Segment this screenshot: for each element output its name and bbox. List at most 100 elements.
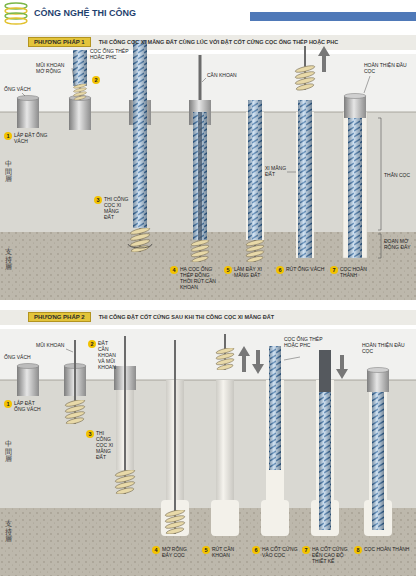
illustration-part: [372, 392, 384, 530]
illustration-part: [246, 238, 265, 263]
illustration-part: [115, 468, 136, 495]
illustration-part: [319, 392, 331, 530]
illustration-part: [17, 366, 39, 396]
method-badge: PHƯƠNG PHÁP 2: [28, 312, 91, 322]
part-label: HOÀN THIỆN ĐẦU CỌC: [362, 342, 412, 354]
step-item: 7CỌC HOÀN THÀNH: [330, 266, 378, 278]
step-item: 1LẮP ĐẶT ỐNG VÁCH: [4, 132, 52, 144]
step-caption: THI CÔNG CỌC XI MĂNG ĐẤT: [104, 196, 130, 220]
step-caption: HẠ CỐT CỨNG VÀO CỌC: [262, 546, 298, 558]
callout-number: 8: [354, 546, 362, 554]
step-caption: CỌC HOÀN THÀNH: [364, 546, 409, 552]
layer-name: 中間層: [5, 440, 12, 463]
callout-number: 3: [86, 430, 94, 438]
step-item: 3THI CÔNG CỌC XI MĂNG ĐẤT: [94, 196, 130, 220]
ground-panel: [0, 329, 416, 576]
illustration-part: [216, 380, 234, 500]
callout-number: 5: [202, 546, 210, 554]
step-item: 5RÚT CẦN KHOAN: [202, 546, 248, 558]
illustration-part: [5, 18, 27, 24]
illustration-part: [17, 98, 39, 128]
step-7-pile: [343, 76, 381, 258]
illustration-part: [269, 346, 281, 470]
method-band: [0, 35, 416, 50]
illustration-part: [74, 340, 76, 400]
part-label: HOÀN THIỆN ĐẦU CỌC: [364, 62, 412, 74]
step-caption: RÚT ỐNG VÁCH: [286, 266, 324, 272]
callout-number: 6: [276, 266, 284, 274]
part-label: MŨI KHOAN: [36, 342, 66, 348]
m2-step-6-column: [252, 346, 289, 536]
step-3-pile: [128, 40, 152, 253]
callout-number: 4: [152, 546, 160, 554]
illustration-part: [216, 380, 234, 500]
m2-step-5-column: [211, 334, 250, 536]
illustration-part: [73, 83, 87, 101]
illustration-part: [344, 94, 366, 99]
layer-name: 支持層: [5, 520, 12, 543]
layer-name: 支持層: [5, 248, 12, 271]
illustration-part: [248, 100, 262, 240]
illustration-part: [284, 357, 300, 360]
m2-step-7-column: [311, 350, 348, 536]
illustration-part: [165, 508, 186, 535]
illustration-part: [17, 364, 39, 369]
step-2-drill: [69, 50, 91, 130]
part-label: CẦN KHOAN: [207, 72, 241, 78]
step-item: 7HẠ CỐT CỨNG ĐẾN CAO ĐỘ THIẾT KẾ: [302, 546, 350, 564]
step-4-pile: [189, 55, 211, 263]
method-title: THI CÔNG CỌC XI MĂNG ĐẤT CÙNG LÚC VỚI ĐẶ…: [99, 39, 339, 45]
illustration-part: [298, 100, 312, 258]
step-item: 6RÚT ỐNG VÁCH: [276, 266, 326, 274]
part-label: ĐOẠN MỞ RỘNG ĐÁY: [384, 238, 413, 250]
illustration-part: [216, 346, 235, 371]
callout-number: 2: [88, 340, 96, 348]
callout-number: 1: [4, 400, 12, 408]
illustration-part: [0, 508, 416, 576]
method-heading: PHƯƠNG PHÁP 1 THI CÔNG CỌC XI MĂNG ĐẤT CÙ…: [28, 37, 338, 47]
method-heading: PHƯƠNG PHÁP 2THI CÔNG ĐẶT CỐT CỨNG SAU K…: [28, 312, 274, 322]
illustration-part: [248, 100, 262, 240]
method-badge: PHƯƠNG PHÁP 1: [28, 37, 91, 47]
callout-number: 7: [302, 546, 310, 554]
illustration-part: [319, 350, 331, 392]
step-1-casing: [17, 93, 39, 128]
step-item: 3THI CÔNG CỌC XI MĂNG ĐẤT: [86, 430, 114, 460]
callout-number: 7: [330, 266, 338, 274]
illustration-part: [17, 96, 39, 101]
illustration-part: [224, 334, 226, 350]
illustration-part: [238, 346, 250, 372]
step-caption: MỞ RỘNG ĐÁY CỌC: [162, 546, 198, 558]
illustration-part: [336, 355, 348, 379]
step-5-pile: [246, 100, 265, 263]
illustration-part: [367, 370, 389, 392]
step-item: 2: [92, 76, 104, 84]
illustration-part: [128, 244, 152, 248]
step-item: 6HẠ CỐT CỨNG VÀO CỌC: [252, 546, 298, 558]
part-label: MŨI KHOAN MỞ RỘNG: [36, 62, 70, 74]
callout-number: 5: [224, 266, 232, 274]
layer-name: 中間層: [5, 160, 12, 183]
page-title: CÔNG NGHỆ THI CÔNG: [34, 8, 136, 18]
illustration-part: [22, 93, 25, 96]
illustration-part: [124, 336, 126, 470]
illustration-part: [364, 76, 370, 93]
illustration-part: [252, 350, 264, 374]
illustration-part: [343, 112, 367, 258]
illustration-part: [269, 346, 281, 470]
spring-icon: [5, 3, 27, 24]
m2-step-2-drill: [64, 340, 86, 425]
ground-panel: [0, 54, 416, 300]
illustration-part: [211, 500, 239, 536]
callout-number: 4: [170, 266, 178, 274]
step-caption: LẮP ĐẶT ỐNG VÁCH: [14, 132, 52, 144]
part-label: CỌC ỐNG THÉP HOẶC PHC: [90, 48, 130, 60]
illustration-part: [319, 392, 331, 530]
illustration-part: [133, 40, 147, 228]
part-label: ỐNG VÁCH: [4, 354, 44, 360]
method-band: [0, 310, 416, 325]
illustration-part: [73, 50, 87, 86]
part-label: CỌC ỐNG THÉP HOẶC PHC: [284, 336, 324, 348]
callout-number: 3: [94, 196, 102, 204]
